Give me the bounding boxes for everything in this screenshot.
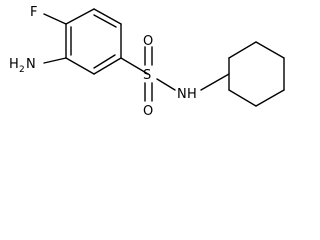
cyclohexane-bond-6 (228, 89, 257, 107)
structure-canvas: F H 2 N S O O N H (9, 5, 285, 119)
c-nh2-bond (43, 57, 67, 64)
amide-n-label: N (177, 87, 187, 102)
benzene-ring (65, 8, 122, 75)
cyclohexane-bond-3 (255, 41, 285, 59)
amide-h-label: H (187, 87, 197, 102)
c-f-bond (43, 13, 67, 25)
c-s-bond (120, 57, 149, 75)
sulfur-label: S (143, 68, 151, 83)
chemical-structure: F H 2 N S O O N H (9, 5, 285, 119)
amino-h-label: H (9, 57, 19, 72)
cyclohexane-ring (228, 41, 285, 107)
ring-bond-1 (93, 8, 122, 25)
ring-double-bond-inner-2 (93, 54, 116, 69)
amino-n-label: N (26, 57, 36, 72)
amino-h-subscript: 2 (19, 65, 25, 75)
cyclohexane-bond-2 (228, 41, 257, 59)
oxygen-bottom-label: O (143, 104, 153, 119)
n-cyclohexyl-bond (200, 73, 230, 91)
cyclohexane-bond-5 (255, 89, 285, 107)
ring-bond-3 (93, 57, 122, 75)
ring-bond-6 (65, 8, 95, 25)
fluorine-label: F (30, 5, 37, 20)
ring-bond-4 (65, 57, 95, 75)
oxygen-top-label: O (143, 34, 153, 49)
s-n-bond (156, 78, 176, 91)
ring-double-bond-inner-1 (93, 14, 117, 28)
